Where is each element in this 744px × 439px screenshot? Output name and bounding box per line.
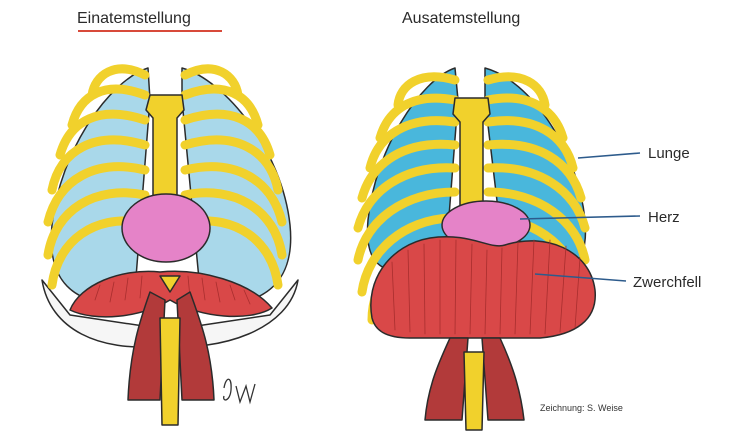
- inhale-ribcage: [42, 68, 298, 425]
- diaphragm-label: Zwerchfell: [633, 274, 701, 291]
- drawing-credit: Zeichnung: S. Weise: [540, 403, 623, 413]
- inhale-sternum: [146, 95, 184, 205]
- lung-label: Lunge: [648, 145, 690, 162]
- exhale-spine: [464, 352, 484, 430]
- exhale-diaphragm: [371, 237, 595, 338]
- inhale-spine: [160, 318, 180, 425]
- inhale-heart: [122, 194, 210, 262]
- signature-mark: [224, 379, 255, 402]
- heart-label: Herz: [648, 209, 680, 226]
- exhale-ribcage: [358, 68, 595, 430]
- pointer-lung: [578, 153, 640, 158]
